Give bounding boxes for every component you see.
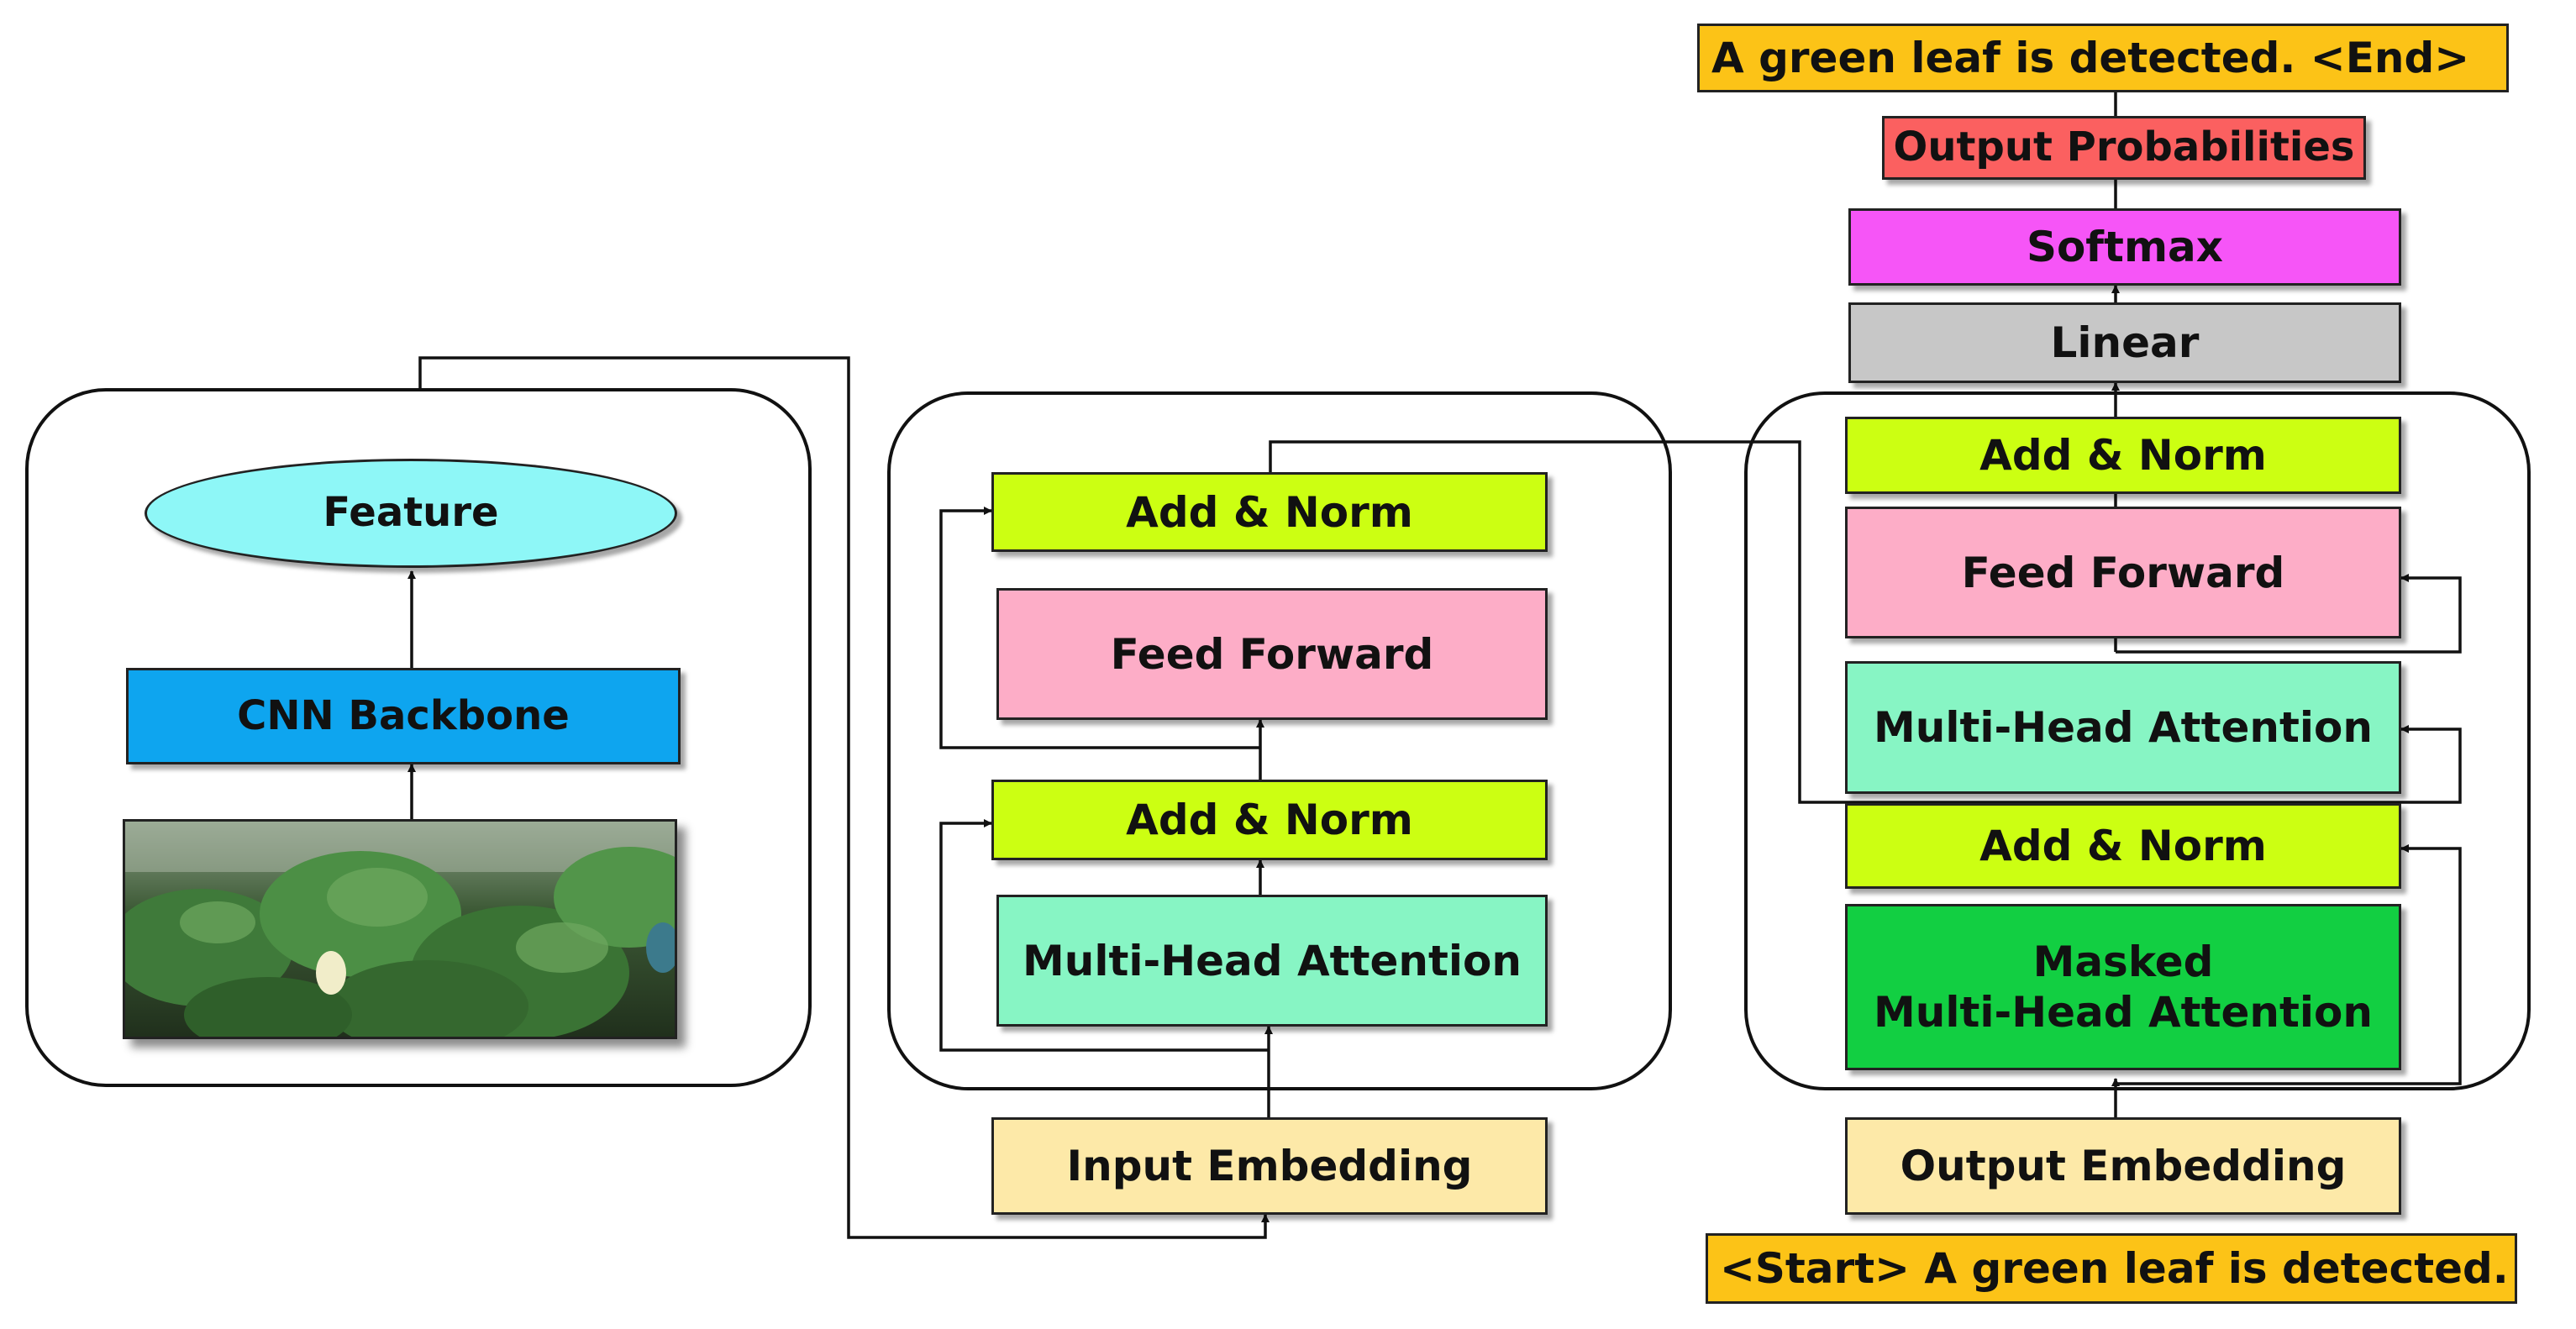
encoder-panel (887, 391, 1672, 1090)
cnn-panel (25, 388, 812, 1087)
feature-node: Feature (145, 459, 677, 568)
leaf-photo (123, 819, 677, 1039)
output-probabilities-block: Output Probabilities (1882, 116, 2366, 180)
feature-label: Feature (323, 489, 499, 537)
encoder-add-norm-top-label: Add & Norm (1126, 487, 1413, 537)
encoder-multi-head-attention: Multi-Head Attention (996, 895, 1548, 1027)
output-sentence-text: A green leaf is detected. <End> (1711, 34, 2470, 82)
decoder-add-norm-top-label: Add & Norm (1979, 431, 2267, 480)
decoder-add-norm-bottom: Add & Norm (1845, 803, 2401, 889)
input-embedding-label: Input Embedding (1066, 1142, 1473, 1190)
output-embedding-block: Output Embedding (1845, 1117, 2401, 1215)
decoder-panel (1744, 391, 2531, 1090)
output-probabilities-label: Output Probabilities (1893, 123, 2355, 171)
encoder-add-norm-top: Add & Norm (991, 472, 1548, 552)
cnn-backbone-block: CNN Backbone (126, 668, 681, 764)
encoder-feed-forward: Feed Forward (996, 588, 1548, 720)
input-sentence-text: <Start> A green leaf is detected. (1720, 1244, 2509, 1293)
decoder-add-norm-top: Add & Norm (1845, 417, 2401, 494)
leaf-photo-image (125, 822, 675, 1037)
masked-label-line2: Multi-Head Attention (1874, 988, 2373, 1037)
cnn-backbone-label: CNN Backbone (237, 691, 570, 739)
encoder-feed-forward-label: Feed Forward (1110, 629, 1434, 679)
softmax-label: Softmax (2026, 223, 2224, 271)
decoder-feed-forward-label: Feed Forward (1961, 548, 2285, 597)
input-sentence-box: <Start> A green leaf is detected. (1706, 1233, 2517, 1304)
output-sentence-box: A green leaf is detected. <End> (1697, 24, 2509, 92)
softmax-block: Softmax (1848, 208, 2401, 286)
encoder-add-norm-bottom: Add & Norm (991, 780, 1548, 860)
decoder-multi-head-attention: Multi-Head Attention (1845, 661, 2401, 794)
decoder-multi-head-attention-label: Multi-Head Attention (1874, 703, 2373, 752)
linear-block: Linear (1848, 302, 2401, 383)
input-embedding-block: Input Embedding (991, 1117, 1548, 1215)
encoder-multi-head-attention-label: Multi-Head Attention (1023, 936, 1522, 985)
decoder-feed-forward: Feed Forward (1845, 507, 2401, 638)
output-embedding-label: Output Embedding (1900, 1142, 2347, 1190)
decoder-add-norm-bottom-label: Add & Norm (1979, 822, 2267, 870)
encoder-add-norm-bottom-label: Add & Norm (1126, 796, 1413, 844)
masked-multi-head-attention: Masked Multi-Head Attention (1845, 904, 2401, 1070)
masked-label-line1: Masked (2032, 938, 2214, 986)
linear-label: Linear (2050, 318, 2200, 367)
